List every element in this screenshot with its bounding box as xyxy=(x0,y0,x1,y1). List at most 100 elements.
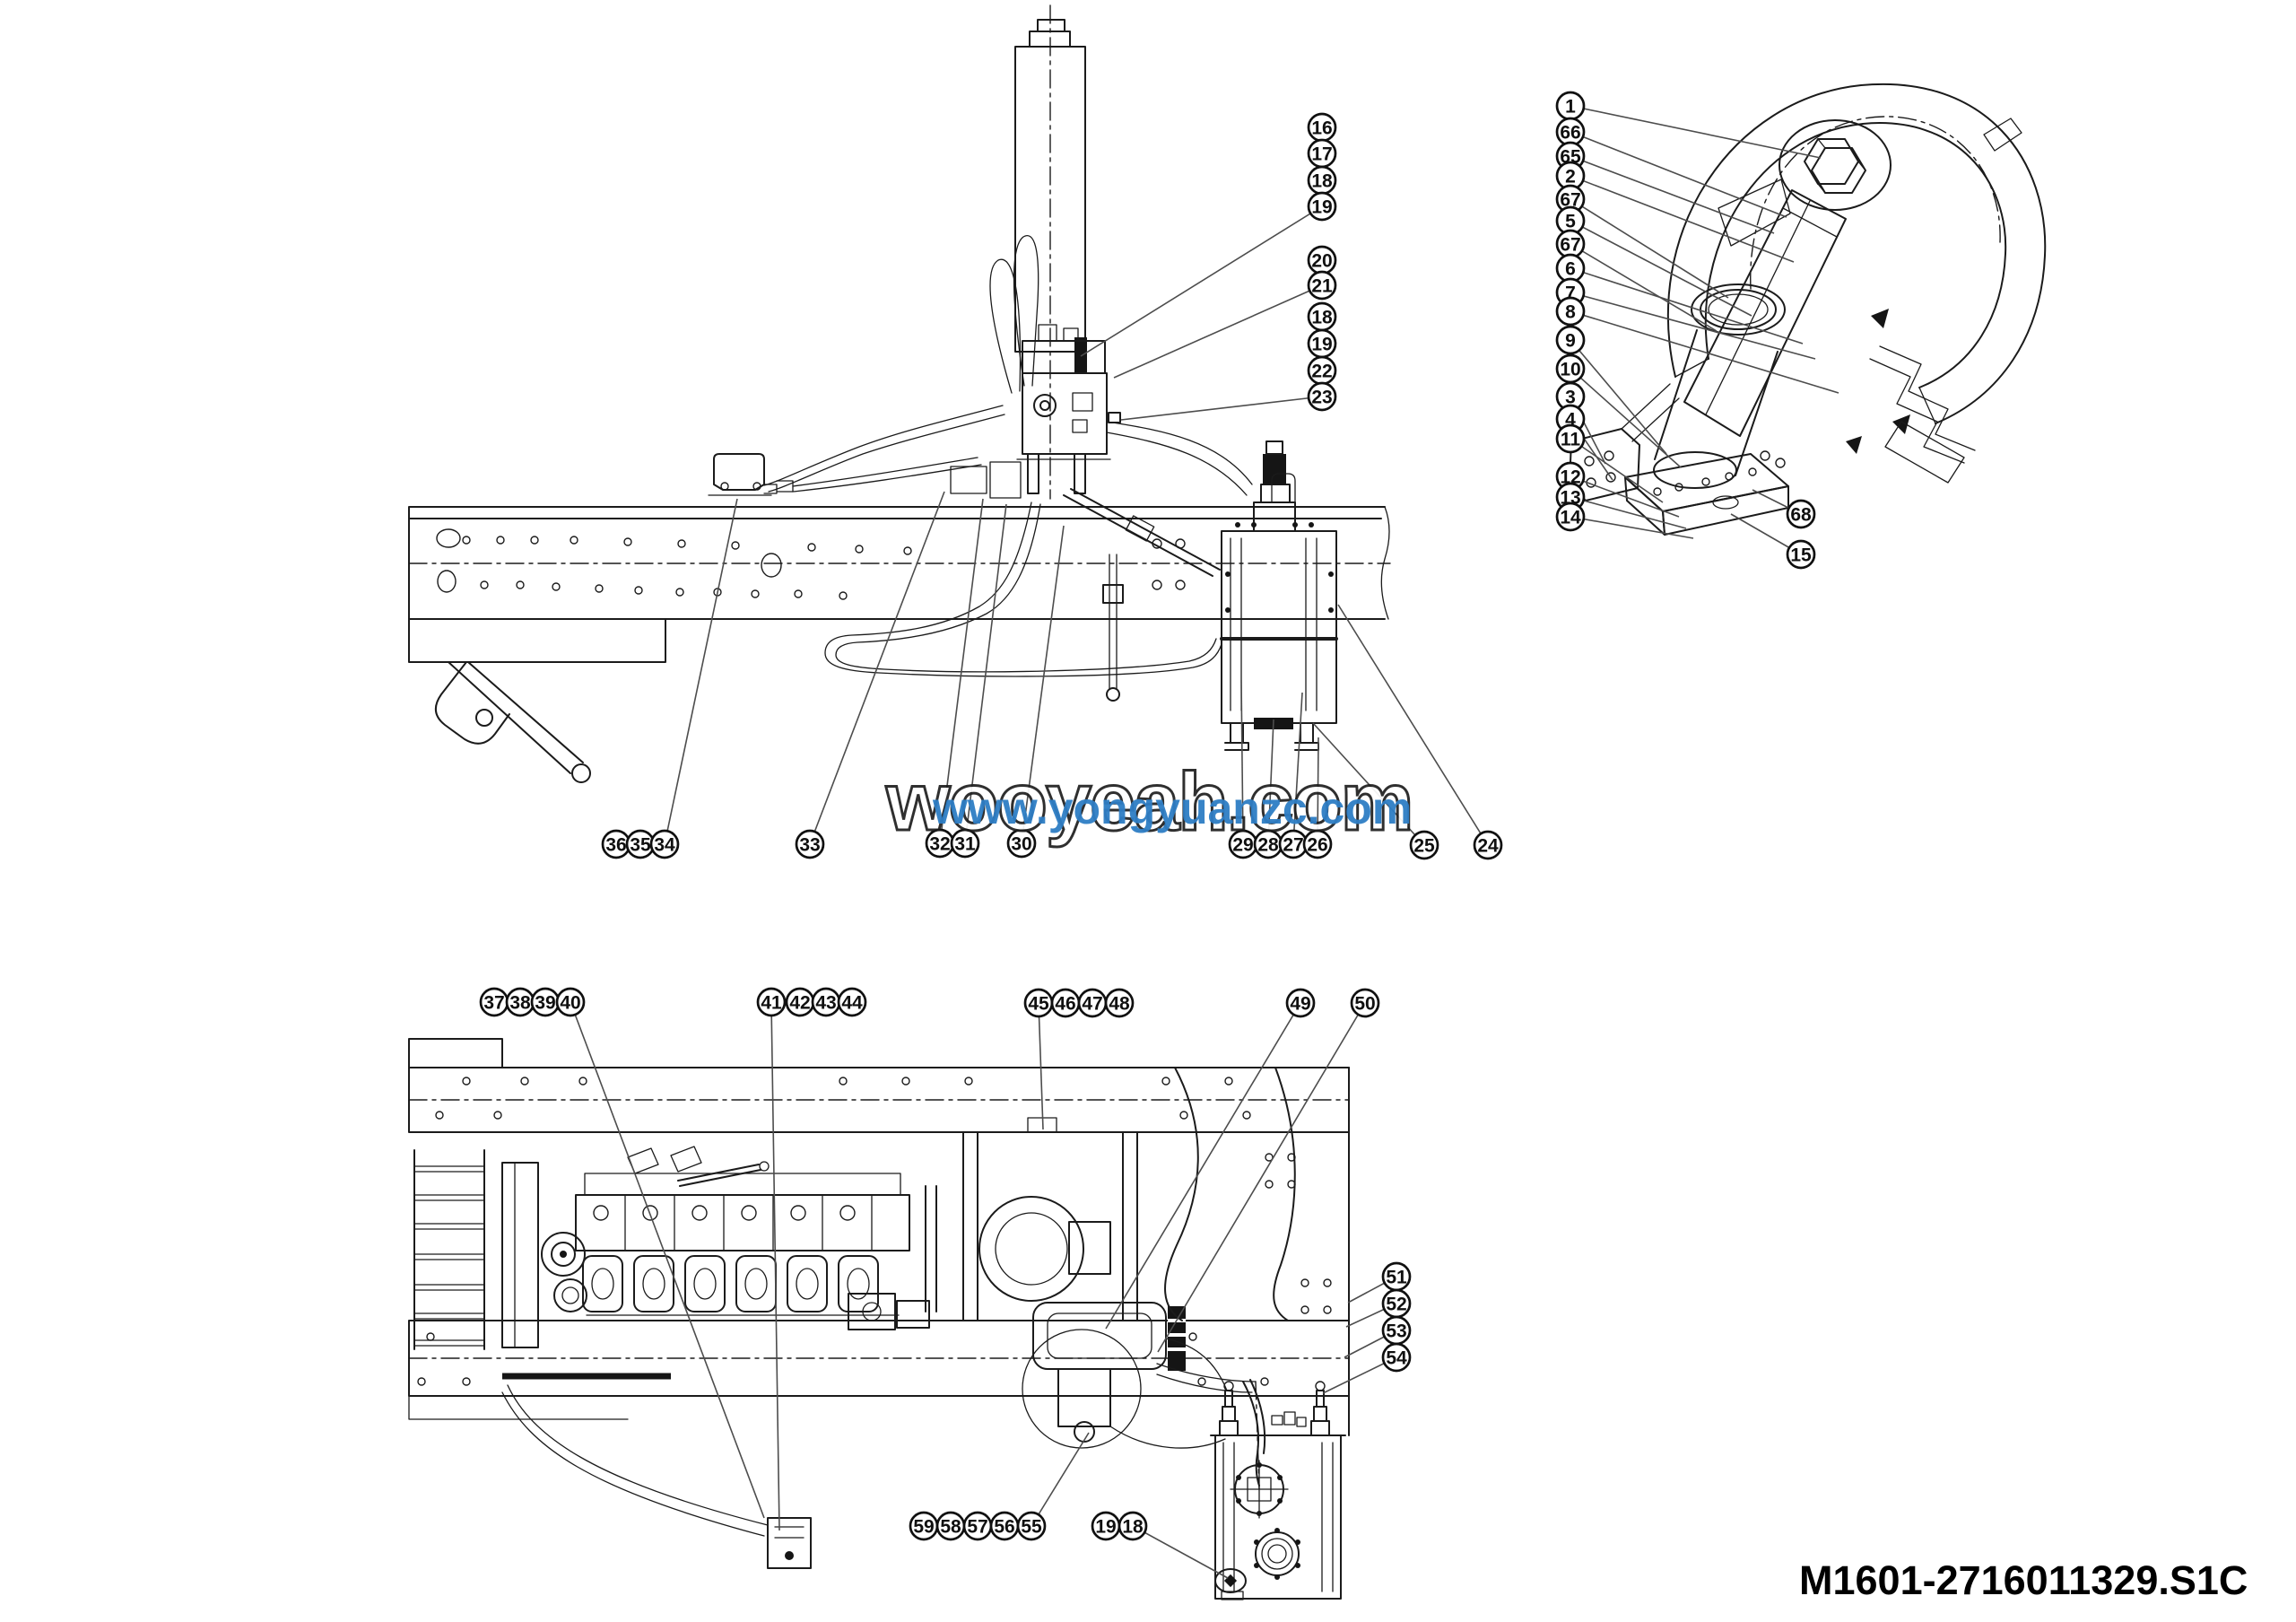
steering-gear xyxy=(848,1293,930,1330)
leader-line-66 xyxy=(1570,131,1787,218)
svg-text:9: 9 xyxy=(1565,331,1576,352)
leader-line-11 xyxy=(1570,438,1664,503)
hydraulic-hoses-upper xyxy=(763,235,1039,493)
callout-66: 66 xyxy=(1555,117,1586,147)
leader-line-5 xyxy=(1570,220,1752,317)
callout-59: 59 xyxy=(909,1511,939,1541)
hoses-plan xyxy=(501,1338,1257,1569)
leader-line-33 xyxy=(809,491,945,845)
callout-67: 67 xyxy=(1555,229,1586,259)
svg-text:15: 15 xyxy=(1790,545,1812,566)
callout-10: 10 xyxy=(1555,353,1586,384)
svg-text:66: 66 xyxy=(1560,123,1580,144)
callout-55: 55 xyxy=(1016,1511,1047,1541)
callout-42: 42 xyxy=(785,987,815,1017)
svg-text:45: 45 xyxy=(1028,994,1049,1015)
detail-cylinder xyxy=(1653,189,1910,489)
svg-text:7: 7 xyxy=(1565,283,1576,304)
svg-text:48: 48 xyxy=(1109,994,1130,1015)
svg-text:47: 47 xyxy=(1082,994,1102,1015)
callout-37: 37 xyxy=(479,987,509,1017)
svg-text:43: 43 xyxy=(815,993,836,1014)
tow-hook xyxy=(408,618,666,783)
callout-16: 16 xyxy=(1307,112,1337,143)
callout-46: 46 xyxy=(1050,988,1081,1018)
svg-text:1: 1 xyxy=(1565,97,1576,118)
callout-6: 6 xyxy=(1555,253,1586,283)
callout-15: 15 xyxy=(1786,539,1816,570)
leader-line-49 xyxy=(1105,1002,1301,1330)
callout-18: 18 xyxy=(1118,1511,1148,1541)
leader-line-45 xyxy=(1038,1002,1044,1130)
callout-19: 19 xyxy=(1307,191,1337,222)
svg-text:30: 30 xyxy=(1011,834,1031,855)
svg-text:52: 52 xyxy=(1386,1295,1406,1315)
stepped-plates xyxy=(1869,345,1976,484)
leader-line-50 xyxy=(1157,1002,1366,1353)
callout-58: 58 xyxy=(935,1511,966,1541)
svg-text:20: 20 xyxy=(1311,251,1332,272)
callout-19: 19 xyxy=(1091,1511,1121,1541)
svg-text:32: 32 xyxy=(929,834,950,855)
hydraulic-tank-side xyxy=(1220,440,1338,751)
side-view-drawing xyxy=(408,4,1391,783)
leader-line-25 xyxy=(1312,722,1425,846)
svg-text:25: 25 xyxy=(1413,836,1435,857)
callout-45: 45 xyxy=(1023,988,1054,1018)
svg-text:24: 24 xyxy=(1477,836,1499,857)
svg-text:67: 67 xyxy=(1560,235,1580,256)
engine xyxy=(541,1146,1111,1316)
callout-23: 23 xyxy=(1307,381,1337,412)
hook-bracket xyxy=(1666,83,2047,424)
leader-line-29 xyxy=(1240,679,1244,845)
svg-text:22: 22 xyxy=(1311,362,1332,382)
leader-line-30 xyxy=(1021,525,1065,844)
svg-text:37: 37 xyxy=(483,993,504,1014)
leader-line-18 xyxy=(1132,1525,1229,1579)
callout-36: 36 xyxy=(601,829,631,859)
leader-line-34 xyxy=(664,498,738,845)
callout-19: 19 xyxy=(1307,328,1337,359)
svg-text:28: 28 xyxy=(1257,835,1279,856)
leader-line-24 xyxy=(1337,604,1489,846)
svg-text:35: 35 xyxy=(630,835,651,856)
callout-17: 17 xyxy=(1307,138,1337,169)
leader-line-23 xyxy=(1120,396,1323,421)
svg-text:19: 19 xyxy=(1095,1517,1116,1538)
callout-44: 44 xyxy=(837,987,867,1017)
callout-14: 14 xyxy=(1555,501,1586,532)
svg-text:12: 12 xyxy=(1560,467,1580,488)
callout-34: 34 xyxy=(649,829,680,859)
callout-25: 25 xyxy=(1409,830,1439,860)
chassis-rail-side xyxy=(408,506,1391,620)
svg-text:16: 16 xyxy=(1311,118,1332,139)
leader-line-55 xyxy=(1031,1432,1090,1527)
svg-text:11: 11 xyxy=(1561,430,1581,450)
svg-text:42: 42 xyxy=(789,993,810,1014)
svg-text:8: 8 xyxy=(1565,302,1576,323)
svg-text:2: 2 xyxy=(1565,167,1576,187)
leader-line-1 xyxy=(1570,105,1822,159)
callout-39: 39 xyxy=(530,987,561,1017)
svg-text:17: 17 xyxy=(1311,144,1332,165)
callout-43: 43 xyxy=(811,987,841,1017)
callout-5: 5 xyxy=(1555,205,1586,236)
svg-text:58: 58 xyxy=(940,1517,961,1538)
hydraulic-hoses-lower xyxy=(824,421,1253,677)
front-crossmember-ladder xyxy=(413,1149,485,1350)
callout-8: 8 xyxy=(1555,296,1586,327)
control-valve-assembly xyxy=(950,324,1121,499)
svg-text:14: 14 xyxy=(1560,508,1581,528)
leader-line-13 xyxy=(1570,496,1687,529)
plan-frame-rails xyxy=(408,1038,1350,1420)
callout-18: 18 xyxy=(1307,301,1337,332)
svg-text:18: 18 xyxy=(1122,1517,1144,1538)
callout-22: 22 xyxy=(1307,355,1337,386)
hoist-cylinder xyxy=(1014,4,1087,500)
svg-text:10: 10 xyxy=(1560,360,1580,380)
callout-24: 24 xyxy=(1473,830,1503,860)
hydraulic-tank-plan xyxy=(1210,1379,1346,1600)
callout-30: 30 xyxy=(1006,828,1037,859)
leader-line-21 xyxy=(1113,284,1323,379)
